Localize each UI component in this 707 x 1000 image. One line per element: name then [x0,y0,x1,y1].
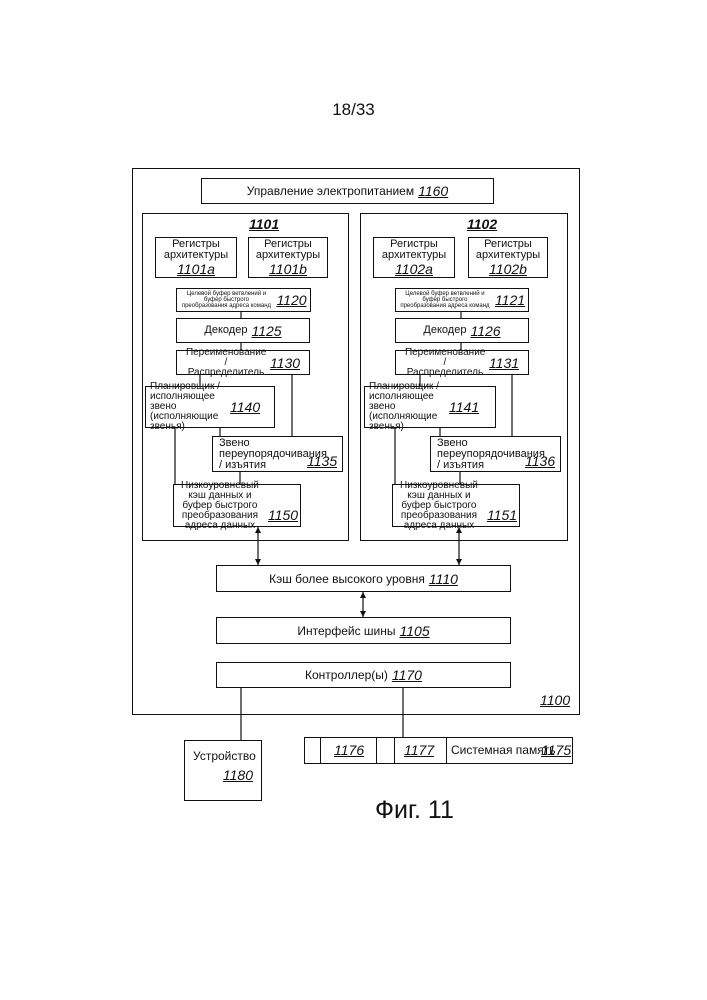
core-b-reg2-label: Регистры архитектуры [469,239,547,261]
core-b-rename-label: Переименование / Распределитель [405,348,485,378]
core-a-sched-label: Планировщик / исполняющее звено (исполня… [150,382,226,432]
core-a-reorder-id: 1135 [307,453,337,469]
controller-label: Контроллер(ы) [305,668,388,682]
core-a-reg2-id: 1101b [269,261,307,277]
controller: Контроллер(ы) 1170 [216,662,511,688]
figure-caption: Фиг. 11 [375,796,454,825]
core-a-scheduler: Планировщик / исполняющее звено (исполня… [145,386,275,428]
memory-divider-2 [376,737,377,764]
device-label: Устройство [193,749,261,763]
core-a-reorder-label: Звено переупорядочивания / изъятия [219,438,303,471]
device-id: 1180 [193,767,253,783]
core-a-sched-id: 1140 [230,399,260,415]
core-a-rename-label: Переименование / Распределитель [186,348,266,378]
memory-cell-1176: 1176 [334,742,364,758]
higher-level-cache: Кэш более высокого уровня 1110 [216,565,511,592]
core-a-btb-id: 1120 [276,292,306,308]
bus-interface: Интерфейс шины 1105 [216,617,511,644]
core-b-btb-id: 1121 [495,292,525,308]
higher-cache-id: 1110 [429,571,458,587]
core-b-decoder: Декодер 1126 [395,318,529,343]
bus-label: Интерфейс шины [297,624,395,638]
core-a-rename-allocator: Переименование / Распределитель 1130 [176,350,310,375]
core-b-rename-id: 1131 [489,355,519,371]
core-b-decoder-id: 1126 [470,323,500,339]
higher-cache-label: Кэш более высокого уровня [269,572,425,586]
core-a-reg2-label: Регистры архитектуры [249,239,327,261]
core-a-arch-registers-1: Регистры архитектуры 1101a [155,237,237,278]
core-b-id: 1102 [467,216,497,232]
core-b-scheduler: Планировщик / исполняющее звено (исполня… [364,386,496,428]
core-b-reg1-id: 1102a [395,261,433,277]
core-b-rename-allocator: Переименование / Распределитель 1131 [395,350,529,375]
core-b-reg2-id: 1102b [489,261,527,277]
core-a-rename-id: 1130 [270,355,300,371]
core-a-btb-label: Целевой буфер ветвлений и буфер быстрого… [180,291,272,309]
core-b-reorder-id: 1136 [525,453,555,469]
core-a-reg1-label: Регистры архитектуры [156,239,236,261]
core-b-arch-registers-2: Регистры архитектуры 1102b [468,237,548,278]
memory-id: 1175 [541,742,571,758]
core-b-decoder-label: Декодер [423,325,466,336]
core-a-cache-id: 1150 [268,507,298,523]
core-a-branch-target-buffer: Целевой буфер ветвлений и буфер быстрого… [176,288,311,312]
core-b-branch-target-buffer: Целевой буфер ветвлений и буфер быстрого… [395,288,529,312]
core-a-cache-label: Низкоуровневый кэш данных и буфер быстро… [176,481,264,531]
memory-divider-4 [446,737,447,764]
core-b-reorder-label: Звено переупорядочивания / изъятия [437,438,521,471]
core-b-sched-label: Планировщик / исполняющее звено (исполня… [369,382,445,432]
core-a-reg1-id: 1101a [177,261,215,277]
core-a-decoder-label: Декодер [204,325,247,336]
core-a-arch-registers-2: Регистры архитектуры 1101b [248,237,328,278]
memory-label: Системная память [451,743,555,757]
core-b-reg1-label: Регистры архитектуры [374,239,454,261]
power-label: Управление электропитанием [247,186,414,197]
memory-divider-3 [394,737,395,764]
core-b-arch-registers-1: Регистры архитектуры 1102a [373,237,455,278]
system-id: 1100 [540,692,570,708]
device-1180: Устройство 1180 [184,740,262,801]
core-b-cache-label: Низкоуровневый кэш данных и буфер быстро… [395,481,483,531]
core-a-id: 1101 [249,216,279,232]
core-a-low-level-cache: Низкоуровневый кэш данных и буфер быстро… [173,484,301,527]
core-b-btb-label: Целевой буфер ветвлений и буфер быстрого… [399,291,491,309]
core-b-reorder-retire: Звено переупорядочивания / изъятия 1136 [430,436,561,472]
power-id: 1160 [418,183,448,199]
core-b-low-level-cache: Низкоуровневый кэш данных и буфер быстро… [392,484,520,527]
memory-cell-1177: 1177 [404,742,434,758]
controller-id: 1170 [392,667,422,683]
core-a-reorder-retire: Звено переупорядочивания / изъятия 1135 [212,436,343,472]
power-management-box: Управление электропитанием 1160 [201,178,494,204]
bus-id: 1105 [400,623,430,639]
core-b-sched-id: 1141 [449,399,479,415]
core-a-decoder: Декодер 1125 [176,318,310,343]
core-a-decoder-id: 1125 [251,323,281,339]
core-b-cache-id: 1151 [487,507,517,523]
memory-divider-1 [320,737,321,764]
